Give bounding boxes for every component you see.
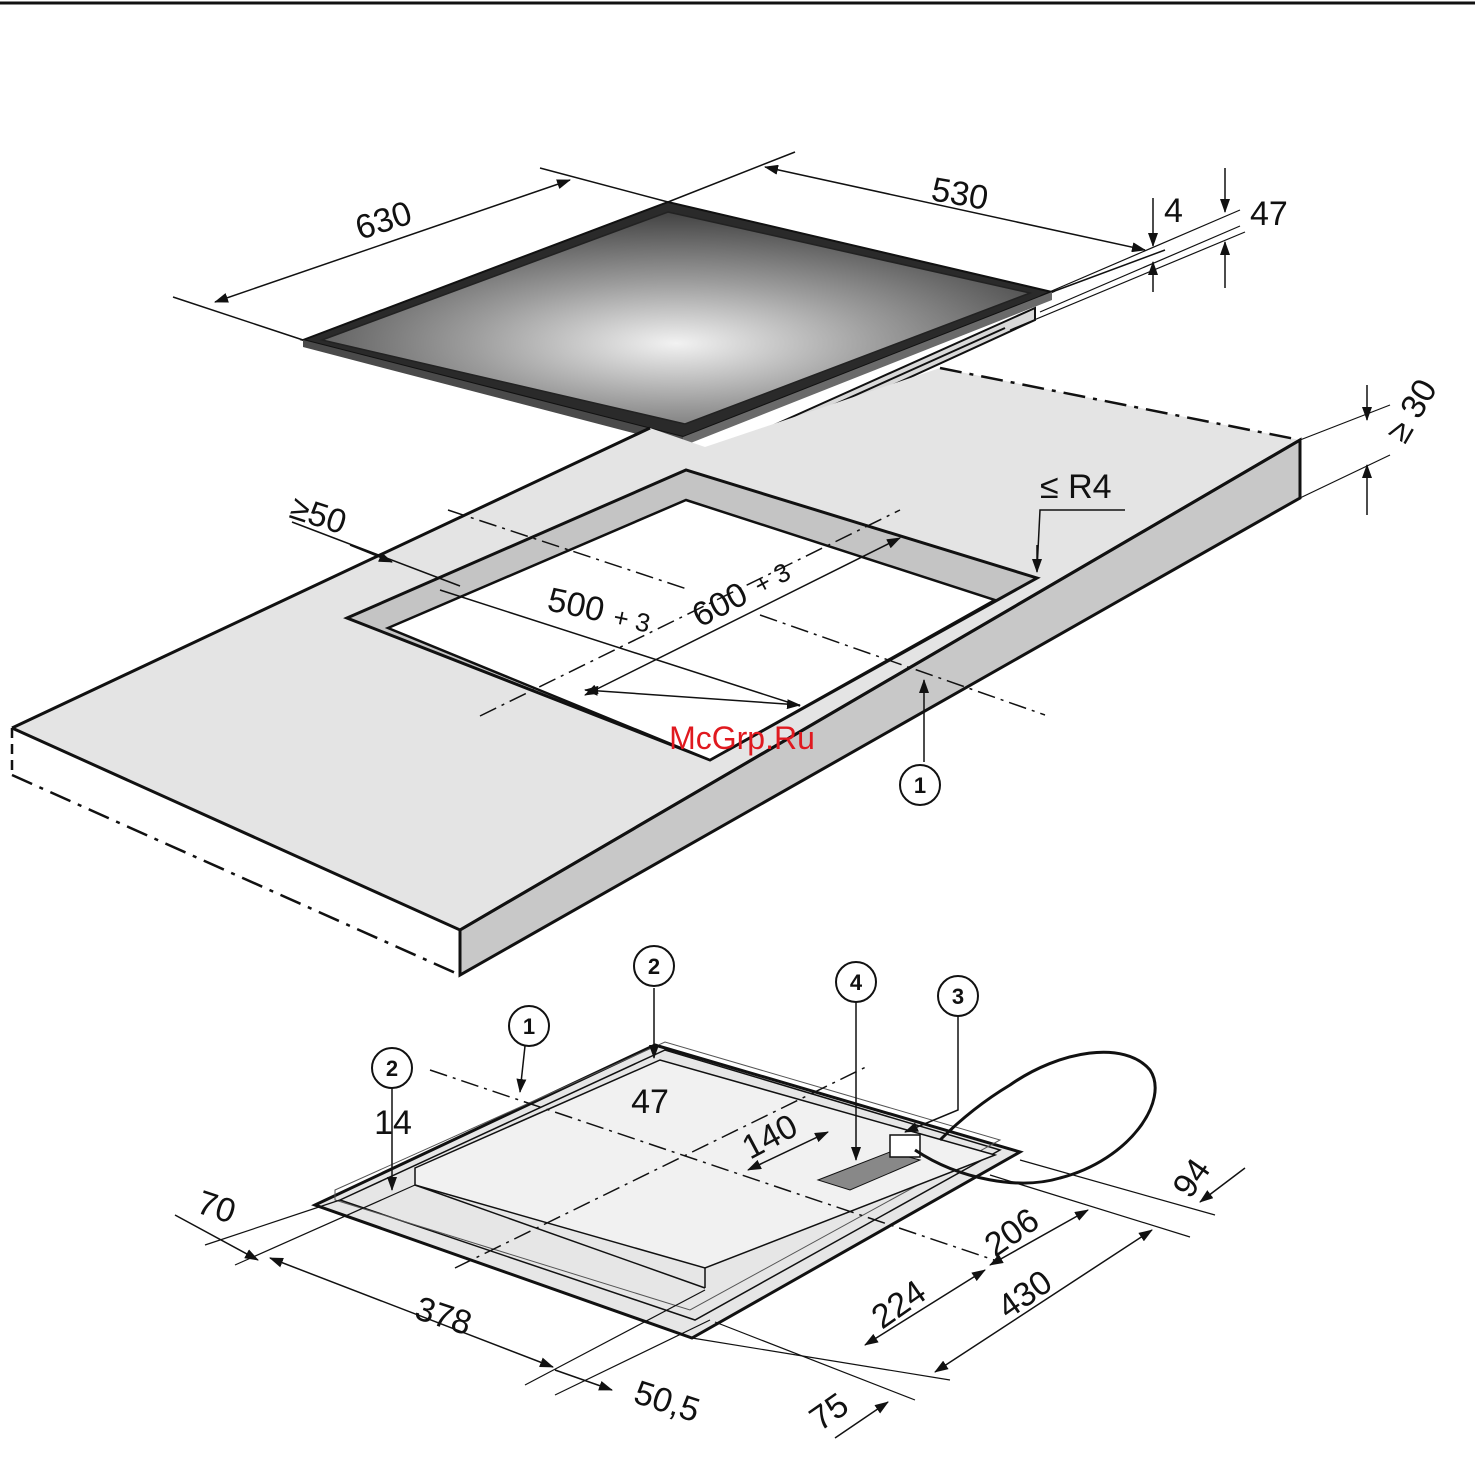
callout-4-number: 4 [850, 970, 863, 995]
dim-30-ext-bottom [1300, 455, 1390, 498]
dim-94-label: 94 [1165, 1152, 1218, 1205]
dim-206-label: 206 [978, 1201, 1046, 1265]
dim-430-ext [692, 1338, 950, 1380]
dim-530-ext-left [668, 152, 795, 202]
connection-box [890, 1135, 920, 1157]
dim-630-label: 630 [351, 194, 417, 248]
dim-530-ext-right [1052, 250, 1165, 292]
dim-4-label: 4 [1164, 192, 1183, 230]
callout-1-underside-leader [520, 1046, 525, 1092]
dim-378-label: 378 [411, 1289, 477, 1343]
dim-630-ext-left [173, 297, 303, 340]
dim-630-ext-right [540, 168, 668, 202]
dim-50-5-arrow [555, 1370, 612, 1390]
dim-u14-label: 14 [374, 1104, 412, 1142]
dim-47-label: 47 [1250, 195, 1288, 233]
dim-30-ext-top [1300, 405, 1390, 440]
dim-30-label: ≥ 30 [1379, 373, 1445, 449]
worktop [12, 368, 1300, 975]
dim-70-label: 70 [193, 1183, 241, 1231]
dim-4-ext-top [1040, 210, 1240, 296]
watermark-text: McGrp.Ru [669, 720, 815, 756]
callout-2-top-number: 2 [648, 954, 660, 979]
dim-50-label: ≥50 [286, 488, 351, 542]
dim-50-5-label: 50,5 [630, 1373, 705, 1430]
dim-224-label: 224 [865, 1273, 933, 1337]
callout-3-number: 3 [952, 984, 964, 1009]
dim-r4-label: ≤ R4 [1040, 468, 1112, 506]
dim-u47-label: 47 [631, 1083, 669, 1121]
callout-1-worktop-number: 1 [914, 773, 926, 798]
dim-4-ext-bottom [1040, 226, 1240, 312]
callout-2-left-number: 2 [386, 1056, 398, 1081]
callout-1-underside-number: 1 [523, 1014, 535, 1039]
dim-430-label: 430 [991, 1263, 1059, 1327]
dim-530-label: 530 [929, 170, 991, 217]
dim-75-label: 75 [803, 1386, 856, 1439]
